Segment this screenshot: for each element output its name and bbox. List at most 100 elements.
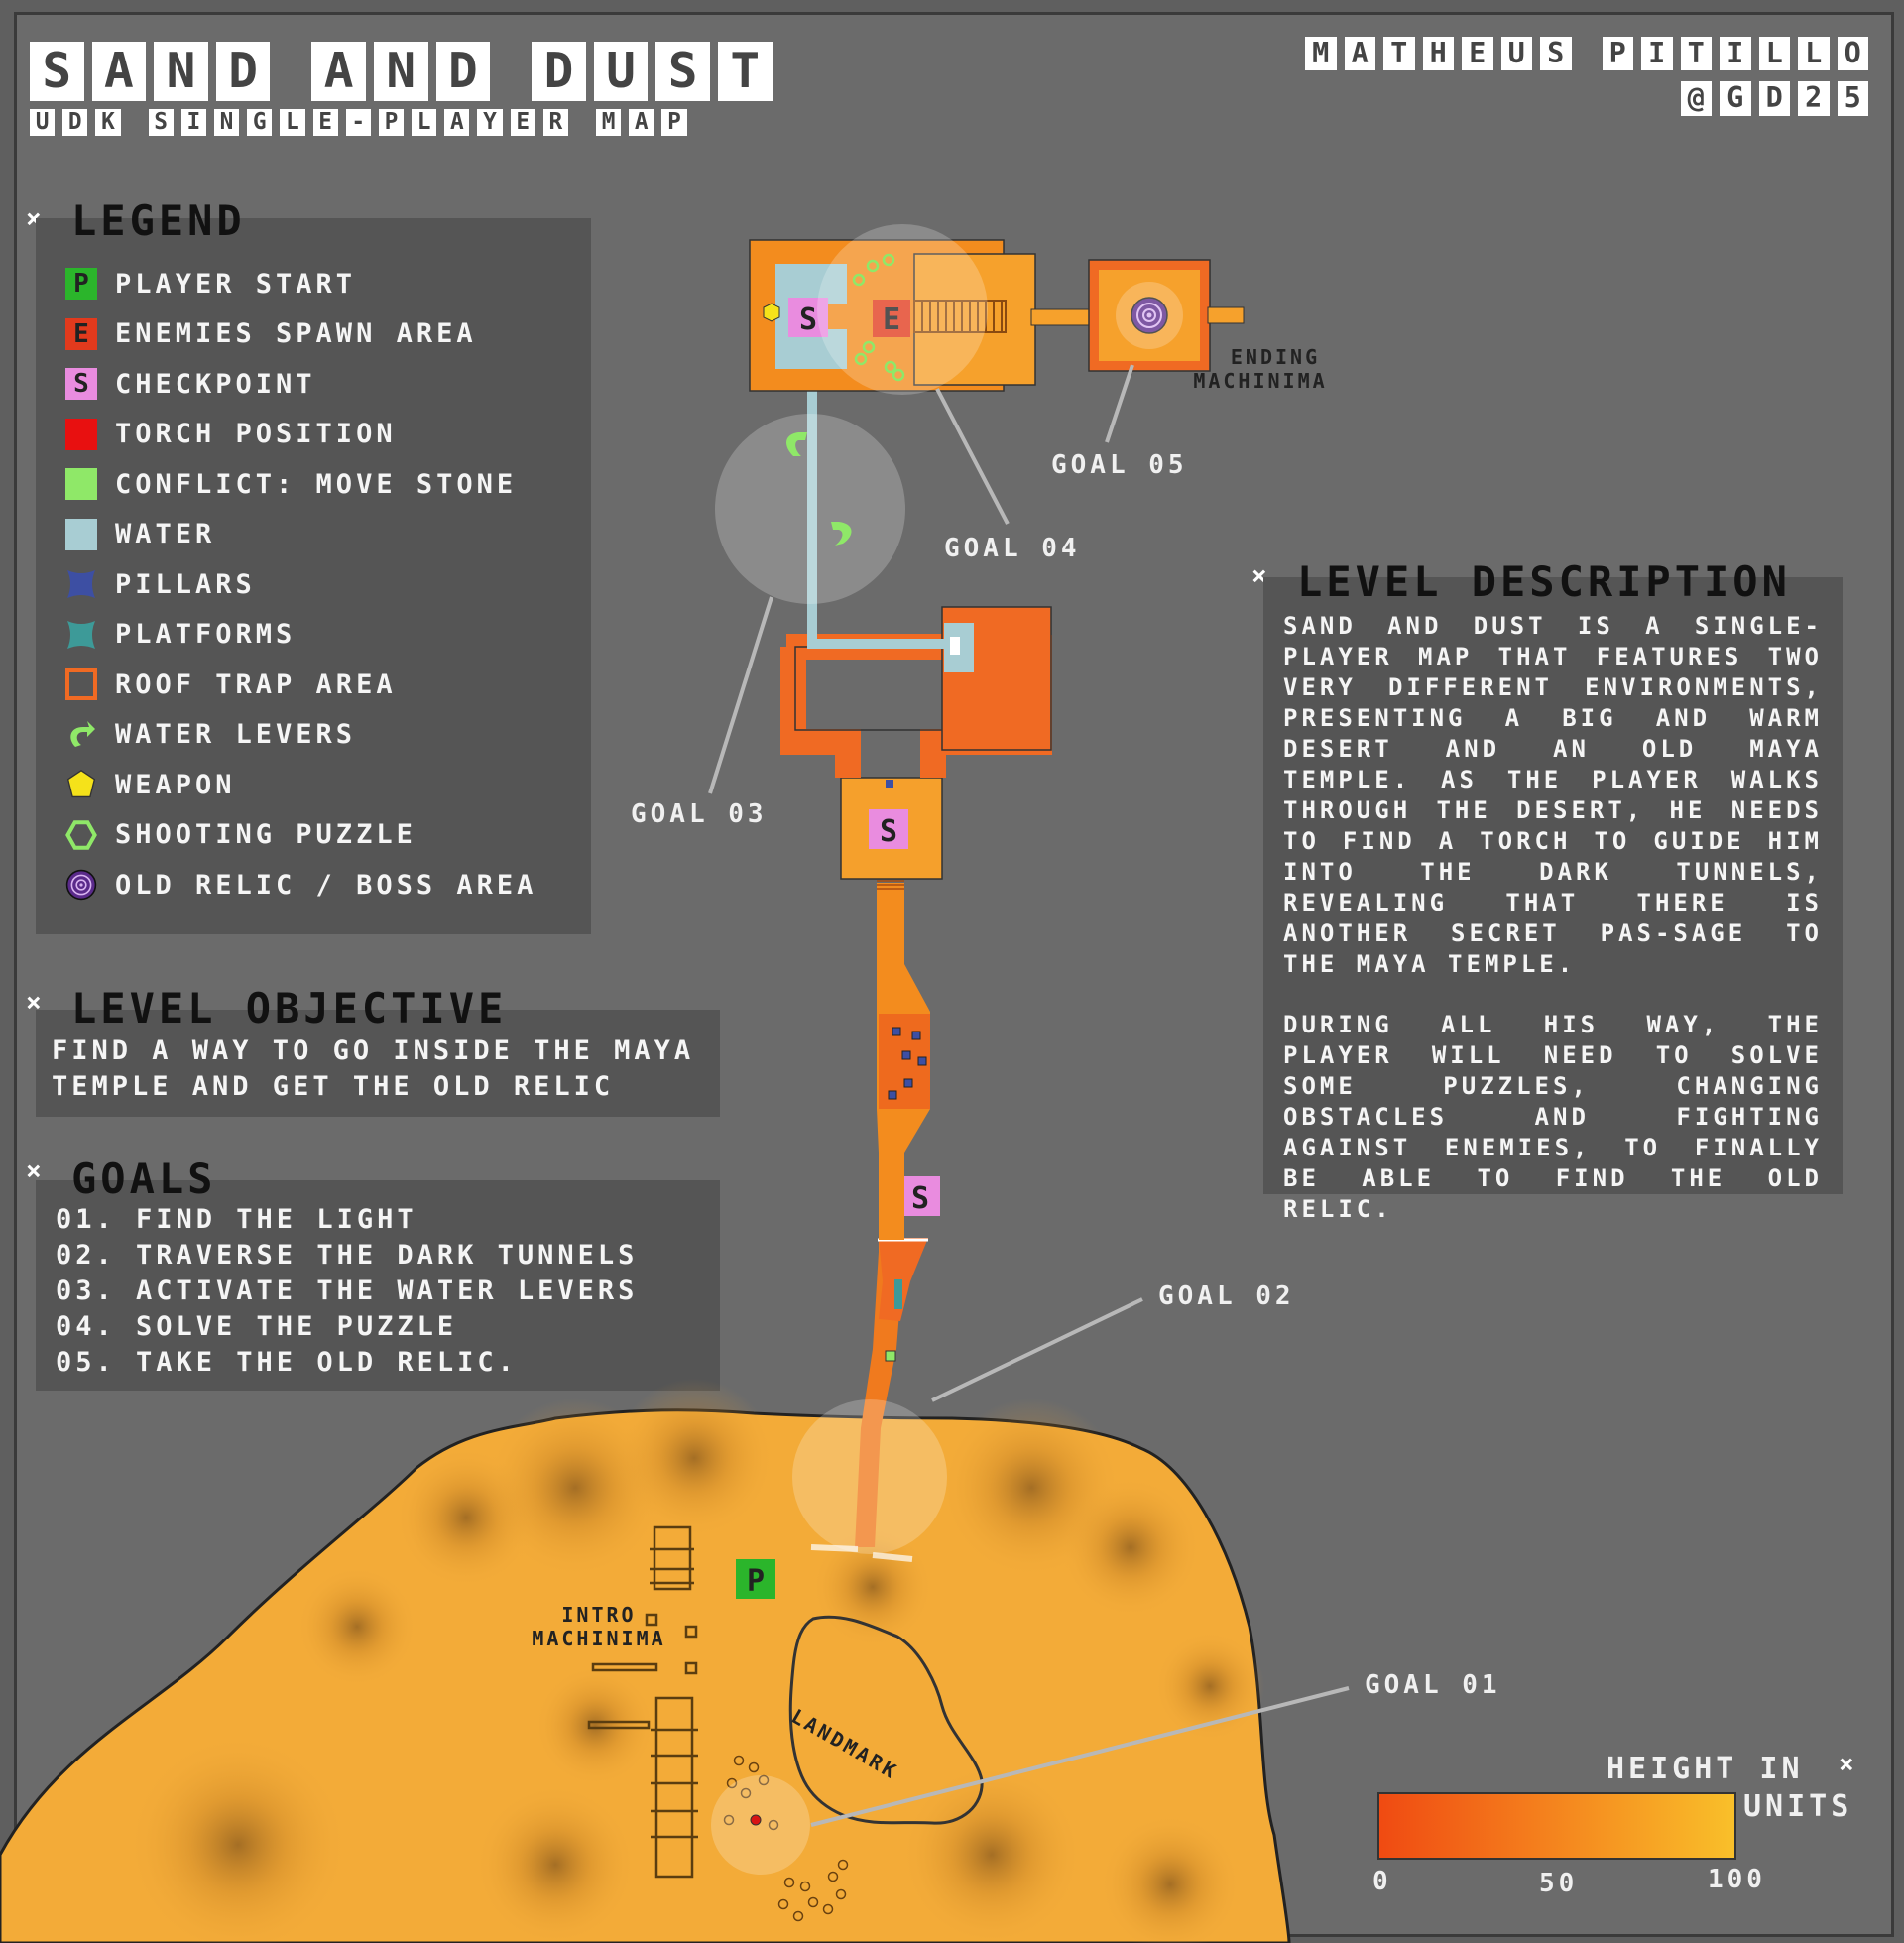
- enemies-spawn-icon: E: [65, 317, 97, 350]
- weapon-icon: [65, 769, 97, 800]
- title-char: T: [1680, 36, 1712, 70]
- player-start-label: P: [747, 1564, 765, 1599]
- title-char: D: [532, 41, 586, 101]
- title-char: S: [30, 41, 84, 101]
- intro-label-line-2: MACHINIMA: [532, 1627, 666, 1650]
- goal-02-area: [792, 1399, 947, 1554]
- ending-label-line-2: MACHINIMA: [1193, 369, 1328, 393]
- goal-item: 05. TAKE THE OLD RELIC.: [56, 1347, 518, 1378]
- move-stone-marker: [885, 1350, 896, 1362]
- title-char: L: [280, 108, 305, 137]
- goal-03-area: [715, 414, 905, 604]
- shooting-target: [862, 340, 876, 354]
- title-char: S: [148, 108, 174, 137]
- legend-item-label: CONFLICT: MOVE STONE: [115, 468, 518, 500]
- platform-marker: [894, 1279, 902, 1309]
- description-paragraph: SAND AND DUST IS A SINGLE-PLAYER MAP THA…: [1283, 612, 1823, 978]
- shooting-puzzle-icon: [65, 819, 97, 851]
- goal-item: 04. SOLVE THE PUZZLE: [56, 1311, 458, 1342]
- title-char: I: [1720, 36, 1751, 70]
- description-paragraph: DURING ALL HIS WAY, THE PLAYER WILL NEED…: [1283, 1011, 1823, 1223]
- rock: [835, 1888, 847, 1900]
- relic-icon: [65, 869, 97, 901]
- rock: [758, 1774, 770, 1786]
- legend-item: PLATFORMS: [65, 615, 296, 655]
- legend-item-label: PLATFORMS: [115, 619, 297, 650]
- checkpoint-marker-temple: [788, 298, 828, 337]
- height-scale-title-2: UNITS: [1743, 1789, 1853, 1824]
- legend-item-label: WATER LEVERS: [115, 719, 357, 750]
- height-scale-bar: [1377, 1792, 1736, 1860]
- rock: [768, 1819, 779, 1831]
- legend-item: OLD RELIC / BOSS AREA: [65, 865, 536, 905]
- title-char: E: [312, 108, 338, 137]
- temple-complex: S E: [749, 224, 1245, 395]
- title-char: I: [1641, 36, 1673, 70]
- height-scale: [1377, 1792, 1736, 1860]
- goal-04-area: [817, 224, 988, 395]
- goal-item: 01. FIND THE LIGHT: [56, 1204, 417, 1235]
- rock: [837, 1859, 849, 1871]
- shooting-target: [884, 360, 897, 374]
- title-char: A: [311, 41, 366, 101]
- rocks: [723, 1755, 849, 1922]
- height-scale-tick-100: 100: [1708, 1865, 1766, 1894]
- weapon-marker: [763, 303, 780, 322]
- title-char: H: [1422, 36, 1454, 70]
- title-char: N: [373, 41, 428, 101]
- goal-05-label: GOAL 05: [1051, 450, 1188, 480]
- legend-item: ROOF TRAP AREA: [65, 665, 397, 704]
- title-char: A: [1344, 36, 1375, 70]
- dune: [902, 1765, 1081, 1943]
- title-char: L: [412, 108, 437, 137]
- desert-terrain: [0, 1379, 1291, 1943]
- title-char: M: [596, 108, 622, 137]
- title-char: E: [510, 108, 536, 137]
- dune: [129, 1736, 347, 1943]
- goal-04-label: GOAL 04: [944, 534, 1081, 563]
- pillars: [888, 1027, 927, 1100]
- description-text: SAND AND DUST IS A SINGLE-PLAYER MAP THA…: [1283, 611, 1823, 1255]
- title-char: U: [593, 41, 649, 101]
- goal-01-label: GOAL 01: [1365, 1670, 1501, 1700]
- rock: [792, 1910, 804, 1922]
- water-lever-icon: [65, 719, 97, 751]
- rock: [723, 1814, 735, 1826]
- dune-shading: [129, 1379, 1264, 1943]
- legend-item-label: TORCH POSITION: [115, 419, 397, 449]
- title-char: A: [444, 108, 470, 137]
- goals-bullet-icon: ×: [26, 1156, 42, 1186]
- objective-title: LEVEL OBJECTIVE: [71, 984, 508, 1032]
- checkpoint-marker-middle: [869, 809, 908, 849]
- title-char: O: [1837, 36, 1868, 70]
- intro-structures: [587, 1525, 698, 1879]
- legend-item-label: ROOF TRAP AREA: [115, 668, 397, 700]
- platforms-icon: [65, 619, 97, 651]
- legend-item-label: WEAPON: [115, 769, 236, 800]
- title-char: D: [215, 41, 271, 101]
- tunnel-upper-section: [879, 1238, 928, 1321]
- title-char: G: [1720, 81, 1751, 116]
- title-char: @: [1680, 81, 1712, 116]
- title-char: T: [1383, 36, 1415, 70]
- roof-trap-icon: [65, 668, 97, 700]
- shooting-target: [892, 368, 905, 382]
- title-char: S: [655, 41, 710, 101]
- title-char: 5: [1837, 81, 1868, 116]
- legend-item: WATER: [65, 515, 215, 554]
- legend-item-label: OLD RELIC / BOSS AREA: [115, 869, 537, 901]
- landmark-outline: [788, 1615, 984, 1825]
- legend-item-label: PLAYER START: [115, 268, 357, 300]
- checkpoint-middle-label: S: [880, 814, 897, 849]
- title-char: U: [1500, 36, 1532, 70]
- height-scale-tick-50: 50: [1539, 1869, 1579, 1898]
- title-char: E: [1462, 36, 1493, 70]
- dune: [298, 1567, 416, 1686]
- title-char: -: [345, 108, 371, 137]
- rock: [733, 1755, 745, 1766]
